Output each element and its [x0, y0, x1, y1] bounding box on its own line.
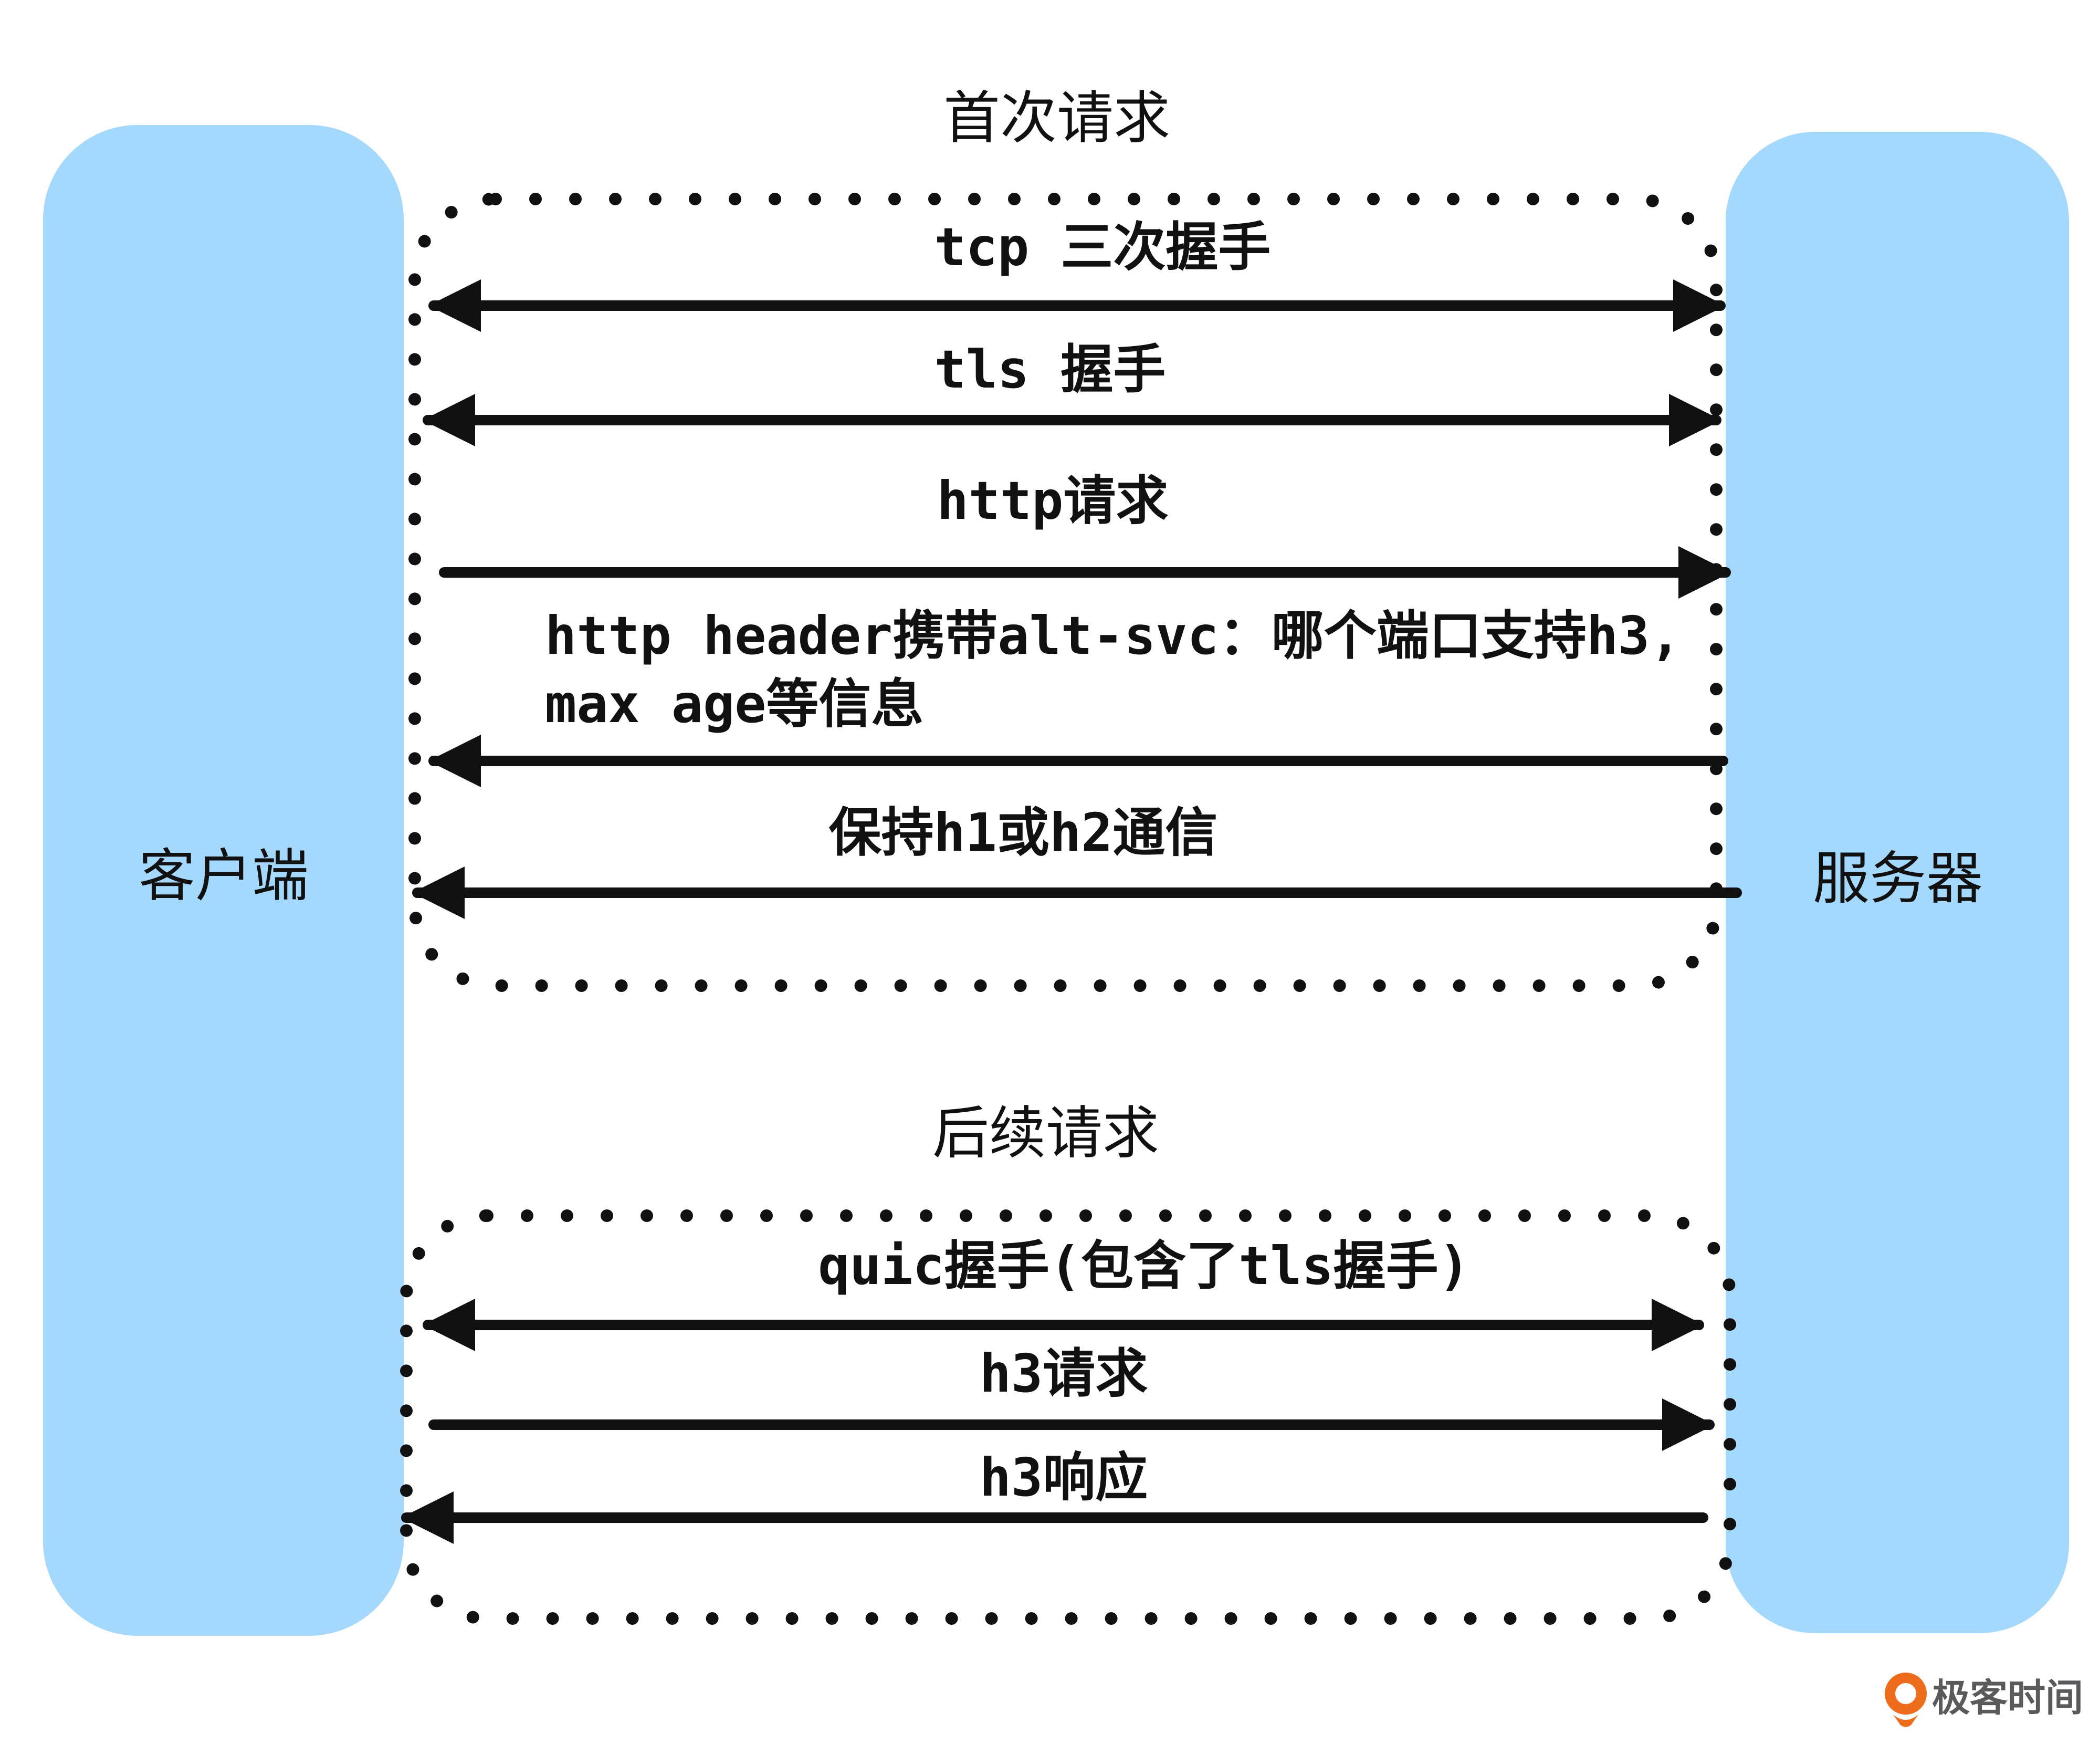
- message-label: tls 握手: [934, 339, 1166, 400]
- logo-icon: [1885, 1673, 1927, 1715]
- logo-text: 极客时间: [1932, 1676, 2083, 1720]
- message-label-line1: http header携带alt-svc：哪个端口支持h3,: [545, 605, 1681, 666]
- client-label: 客户端: [139, 843, 309, 909]
- first-request-group: [408, 193, 1723, 992]
- message-label: quic握手(包含了tls握手): [818, 1235, 1470, 1297]
- message-label: tcp 三次握手: [934, 216, 1271, 278]
- client-lifeline: [43, 125, 404, 1636]
- subsequent-request-group: [400, 1209, 1736, 1625]
- first-request-title: 首次请求: [943, 86, 1170, 151]
- message-label: http请求: [937, 470, 1169, 531]
- server-lifeline: [1726, 132, 2069, 1633]
- geektime-logo: 极客时间: [1885, 1673, 2083, 1727]
- message-label: 保持h1或h2通信: [829, 802, 1218, 863]
- message-label: h3请求: [980, 1343, 1148, 1404]
- message-label-line2: max age等信息: [545, 673, 923, 735]
- message-label: h3响应: [980, 1447, 1148, 1508]
- server-label: 服务器: [1813, 846, 1983, 912]
- subsequent-request-title: 后续请求: [932, 1101, 1159, 1166]
